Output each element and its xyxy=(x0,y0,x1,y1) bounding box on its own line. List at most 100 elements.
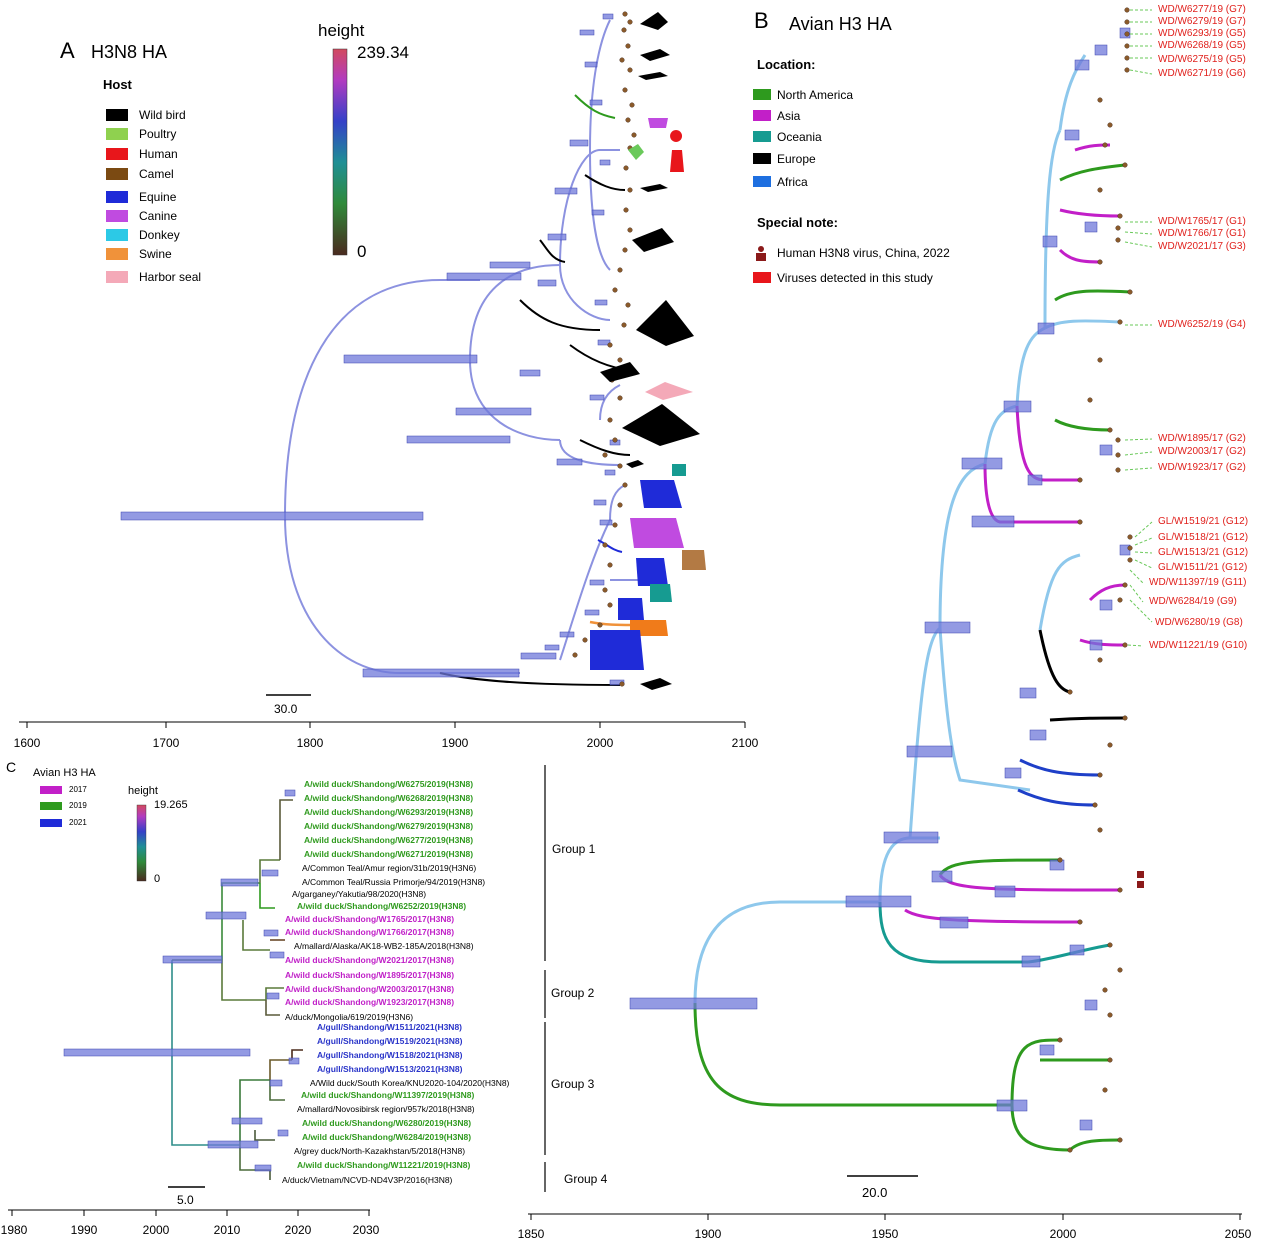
panel-c-time-axis xyxy=(8,1209,370,1216)
taxon-label: A/mallard/Alaska/AK18-WB2-185A/2018(H3N8… xyxy=(294,941,474,951)
group-label: Group 4 xyxy=(564,1172,608,1186)
wild-bird-icon xyxy=(640,678,672,690)
equine-icon xyxy=(640,480,682,508)
group-label: Group 1 xyxy=(552,842,596,856)
tip-label: WD/W2003/17 (G2) xyxy=(1158,446,1246,457)
taxon-label: A/wild duck/Shandong/W1923/2017(H3N8) xyxy=(285,997,455,1007)
human-icon xyxy=(756,246,766,261)
tip-label: WD/W6271/19 (G6) xyxy=(1158,68,1246,79)
location-swatch xyxy=(753,153,771,164)
panel-b-axis-tick: 1850 xyxy=(517,1227,545,1241)
taxon-label: A/wild duck/Shandong/W2003/2017(H3N8) xyxy=(285,984,455,994)
location-swatch xyxy=(753,89,771,100)
taxon-label: A/garganey/Yakutia/98/2020(H3N8) xyxy=(292,889,427,899)
panel-b-axis-tick: 2050 xyxy=(1224,1227,1252,1241)
taxon-label: A/wild duck/Shandong/W6293/2019(H3N8) xyxy=(304,807,474,817)
special-note-label: Viruses detected in this study xyxy=(777,271,933,285)
taxon-label: A/wild duck/Shandong/W2021/2017(H3N8) xyxy=(285,955,455,965)
location-swatch xyxy=(753,110,771,121)
location-label: Europe xyxy=(777,152,816,166)
tip-label: GL/W1513/21 (G12) xyxy=(1158,547,1249,558)
panel-c-colorbar xyxy=(136,804,147,882)
wild-bird-icon xyxy=(640,49,670,61)
wild-bird-icon xyxy=(600,362,640,382)
year-swatch xyxy=(40,819,62,827)
equine-icon xyxy=(636,558,668,586)
canine-icon xyxy=(648,118,668,128)
panel-c-axis-tick: 2010 xyxy=(213,1223,241,1237)
panel-c-colorbar-min: 0 xyxy=(154,873,161,885)
panel-c-axis-tick: 1980 xyxy=(0,1223,28,1237)
tip-label: GL/W1518/21 (G12) xyxy=(1158,532,1249,543)
panel-a-host-silhouettes xyxy=(590,12,706,690)
panel-a-colorbar-min: 0 xyxy=(357,242,367,261)
panel-a-scalebar-label: 30.0 xyxy=(274,702,298,716)
panel-a-time-axis xyxy=(19,721,746,728)
tip-label: WD/W11221/19 (G10) xyxy=(1149,640,1248,651)
panel-b-hpd-bars xyxy=(629,27,1131,1131)
taxon-label: A/gull/Shandong/W1511/2021(H3N8) xyxy=(317,1022,463,1032)
host-label: Wild bird xyxy=(139,108,186,122)
taxon-label: A/wild duck/Shandong/W6284/2019(H3N8) xyxy=(302,1132,472,1142)
panel-b-axis-tick: 2000 xyxy=(1049,1227,1077,1241)
taxon-label: A/duck/Mongolia/619/2019(H3N6) xyxy=(285,1012,414,1022)
panel-b-axis-tick: 1950 xyxy=(871,1227,899,1241)
harbor-seal-icon xyxy=(645,382,693,400)
panel-c-scalebar-label: 5.0 xyxy=(177,1193,194,1207)
tip-label: WD/W6293/19 (G5) xyxy=(1158,28,1246,39)
panel-a-tip-dots xyxy=(572,11,637,687)
panel-c-axis-tick: 2030 xyxy=(352,1223,380,1237)
special-note-label: Human H3N8 virus, China, 2022 xyxy=(777,246,950,260)
tip-label: WD/W6268/19 (G5) xyxy=(1158,40,1246,51)
panel-c-axis-tick: 2020 xyxy=(284,1223,312,1237)
year-label: 2021 xyxy=(69,818,87,827)
year-label: 2017 xyxy=(69,785,87,794)
equine-icon xyxy=(590,630,644,670)
taxon-label: A/wild duck/Shandong/W6280/2019(H3N8) xyxy=(302,1118,472,1128)
tip-label: WD/W1895/17 (G2) xyxy=(1158,433,1246,444)
taxon-label: A/wild duck/Shandong/W11397/2019(H3N8) xyxy=(301,1090,475,1100)
panel-c-hpd-bars xyxy=(63,789,300,1172)
location-label: Oceania xyxy=(777,130,822,144)
wild-bird-icon xyxy=(622,404,700,446)
human-h3n8-marker-icon xyxy=(1137,871,1144,888)
host-label: Donkey xyxy=(139,228,180,242)
taxon-label: A/gull/Shandong/W1518/2021(H3N8) xyxy=(317,1050,463,1060)
panel-a-colorbar-title: height xyxy=(318,21,365,40)
panel-c-axis-tick: 2000 xyxy=(142,1223,170,1237)
taxon-label: A/Wild duck/South Korea/KNU2020-104/2020… xyxy=(310,1078,510,1088)
taxon-label: A/gull/Shandong/W1519/2021(H3N8) xyxy=(317,1036,463,1046)
panel-a-axis-tick: 1800 xyxy=(296,736,324,750)
equine-icon xyxy=(618,598,644,620)
host-swatch xyxy=(106,229,128,241)
host-label: Camel xyxy=(139,167,174,181)
host-swatch xyxy=(106,191,128,203)
location-label: Asia xyxy=(777,109,801,123)
canine-icon xyxy=(630,518,684,548)
camel-icon xyxy=(682,550,706,570)
panel-b-axis-tick: 1900 xyxy=(694,1227,722,1241)
panel-c-colorbar-title: height xyxy=(128,785,158,797)
location-swatch xyxy=(753,176,771,187)
host-swatch xyxy=(106,210,128,222)
tip-label: WD/W6275/19 (G5) xyxy=(1158,54,1246,65)
tip-label: WD/W6277/19 (G7) xyxy=(1158,4,1246,15)
donkey-icon xyxy=(672,464,686,476)
host-label: Harbor seal xyxy=(139,270,202,284)
wild-bird-icon xyxy=(638,72,668,80)
panel-c-title: Avian H3 HA xyxy=(33,767,96,779)
taxon-label: A/wild duck/Shandong/W6268/2019(H3N8) xyxy=(304,793,474,803)
tip-label: WD/W6280/19 (G8) xyxy=(1155,617,1243,628)
group-label: Group 3 xyxy=(551,1077,595,1091)
host-legend-heading: Host xyxy=(103,77,132,92)
host-swatch xyxy=(106,109,128,121)
panel-a-axis-tick: 1700 xyxy=(152,736,180,750)
host-swatch xyxy=(106,128,128,140)
panel-b-tip-dots xyxy=(1057,7,1133,1153)
panel-a-colorbar-max: 239.34 xyxy=(357,43,409,62)
host-swatch xyxy=(106,168,128,180)
host-label: Canine xyxy=(139,209,178,223)
host-label: Human xyxy=(139,147,178,161)
taxon-label: A/wild duck/Shandong/W1765/2017(H3N8) xyxy=(285,914,455,924)
